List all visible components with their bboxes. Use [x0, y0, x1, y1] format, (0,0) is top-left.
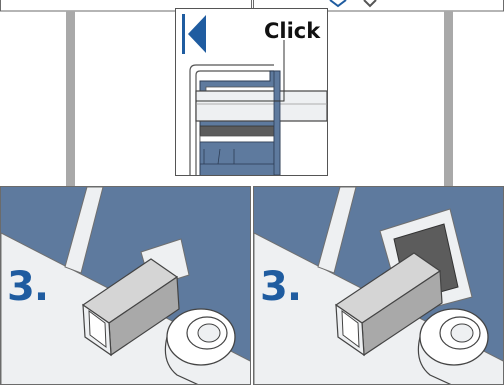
detail-callout: Click	[175, 8, 328, 176]
step-panel-left: 3.	[0, 186, 251, 385]
step-number: 3.	[7, 267, 48, 307]
step-panel-right: 3.	[253, 186, 504, 385]
triangle-left-icon	[188, 15, 206, 53]
click-label: Click	[264, 19, 320, 43]
step-number: 3.	[260, 267, 301, 307]
marker-bar	[182, 14, 185, 54]
